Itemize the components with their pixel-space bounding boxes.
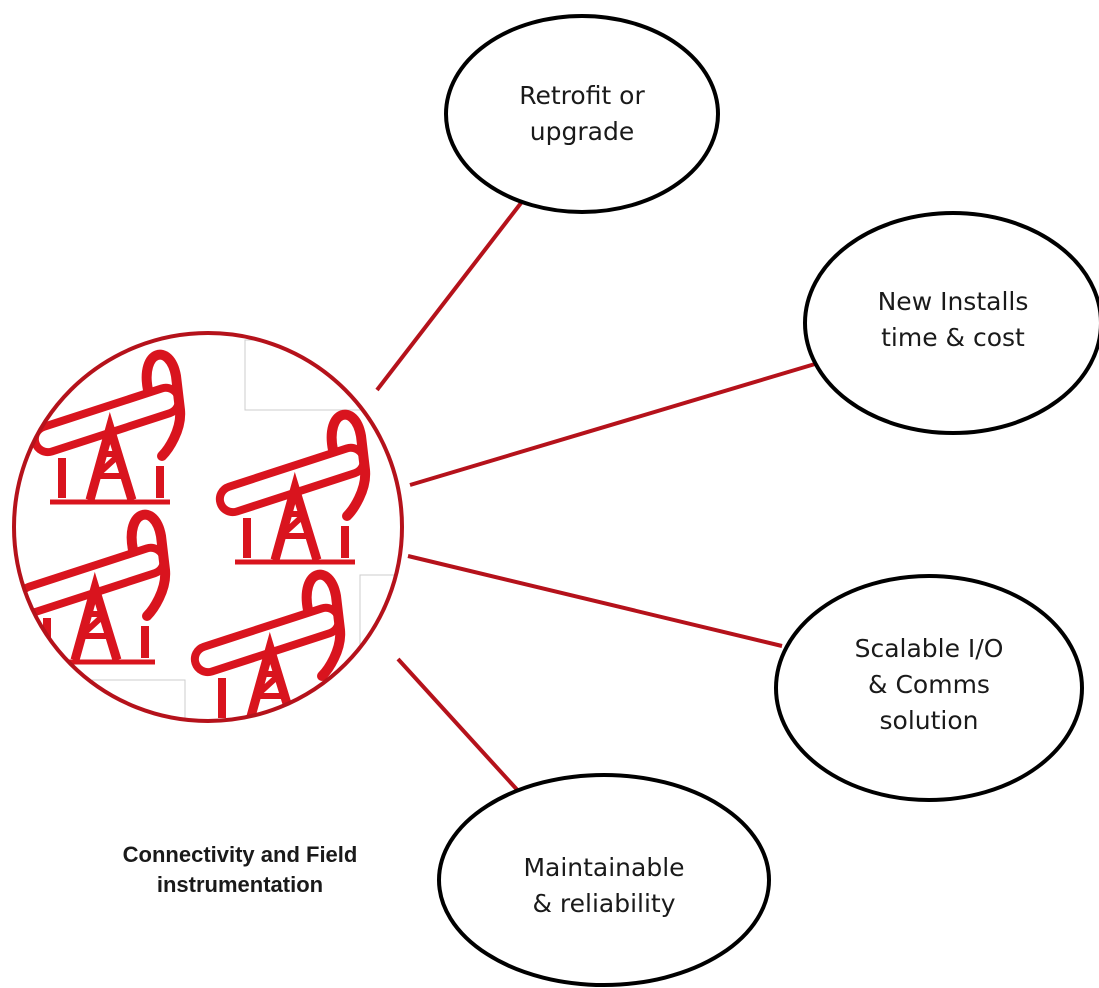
node-retrofit-ellipse xyxy=(444,14,720,214)
node-scalable-io-ellipse xyxy=(774,574,1084,802)
node-new-installs: New Installs time & cost xyxy=(833,272,1073,368)
node-scalable-io-line-3: solution xyxy=(879,706,979,735)
connector-retrofit xyxy=(375,201,523,392)
node-new-installs-line-2: time & cost xyxy=(881,323,1025,352)
diagram-caption-line-2: instrumentation xyxy=(156,872,324,897)
node-maintainable-line-1: Maintainable xyxy=(523,853,685,882)
diagram-caption-line-1: Connectivity and Field xyxy=(122,842,358,867)
hub-circle-outline xyxy=(12,331,404,723)
connector-new-installs xyxy=(409,362,816,487)
diagram-caption: Connectivity and Field instrumentation xyxy=(60,840,420,900)
node-scalable-io: Scalable I/O & Comms solution xyxy=(809,620,1049,750)
node-maintainable: Maintainable & reliability xyxy=(474,838,734,934)
node-retrofit-line-1: Retrofit or xyxy=(519,81,645,110)
node-maintainable-ellipse xyxy=(437,773,771,987)
node-scalable-io-line-1: Scalable I/O xyxy=(854,634,1004,663)
connector-scalable-io xyxy=(407,554,783,648)
node-retrofit: Retrofit or upgrade xyxy=(462,66,702,162)
node-scalable-io-line-2: & Comms xyxy=(868,670,990,699)
node-maintainable-line-2: & reliability xyxy=(532,889,676,918)
connector-maintainable xyxy=(396,657,523,796)
oil-pumpjack-icon xyxy=(12,331,404,723)
node-retrofit-line-2: upgrade xyxy=(529,117,635,146)
node-new-installs-ellipse xyxy=(803,211,1099,435)
node-new-installs-line-1: New Installs xyxy=(877,287,1029,316)
